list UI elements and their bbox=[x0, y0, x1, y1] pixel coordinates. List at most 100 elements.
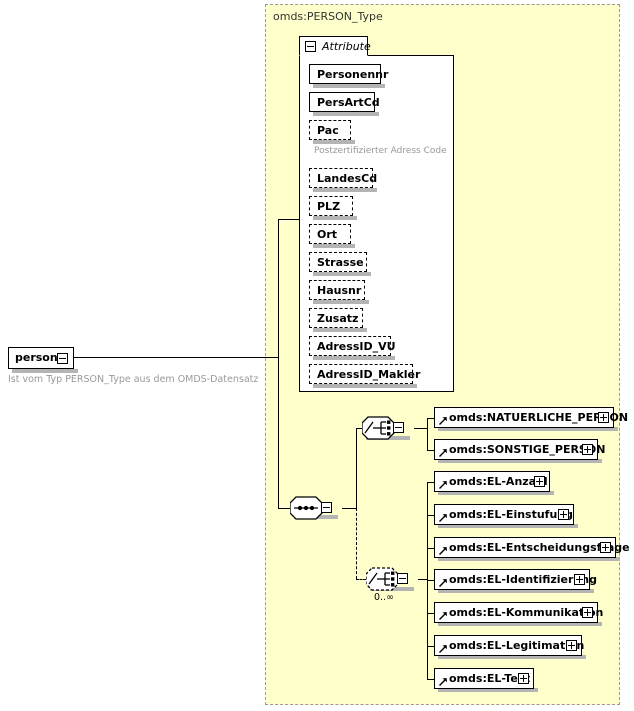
attribute-label: Pac bbox=[317, 124, 339, 137]
connector-choice-bottom-member-4 bbox=[427, 613, 434, 614]
attribute-tab[interactable]: Attribute bbox=[299, 36, 371, 56]
element-el-entscheidungsfrage[interactable]: omds:EL-Entscheidungsfrage bbox=[434, 537, 630, 558]
sequence-icon bbox=[289, 496, 323, 520]
group-reference-arrow-icon bbox=[439, 481, 447, 489]
element-el-text[interactable]: omds:EL-Text bbox=[434, 668, 534, 689]
element-person[interactable]: person bbox=[8, 347, 74, 369]
sequence-compositor[interactable] bbox=[289, 496, 332, 520]
element-shadow bbox=[438, 491, 554, 495]
group-reference-arrow-icon bbox=[439, 514, 447, 522]
element-label: omds:EL-Text bbox=[449, 672, 531, 685]
choice-compositor-top[interactable] bbox=[361, 416, 404, 440]
element-el-identifizierung[interactable]: omds:EL-Identifizierung bbox=[434, 569, 597, 590]
minus-box-icon[interactable] bbox=[305, 41, 316, 52]
attribute-shadow bbox=[313, 300, 369, 304]
attribute-adressid-vu[interactable]: AdressID_VU bbox=[309, 336, 396, 356]
connector-sequence-branch-up bbox=[356, 428, 357, 508]
minus-box-icon[interactable] bbox=[321, 502, 332, 513]
plus-box-icon[interactable] bbox=[566, 640, 577, 651]
attribute-shadow bbox=[313, 384, 417, 388]
choice-optional-icon bbox=[365, 567, 399, 591]
attribute-shadow bbox=[313, 328, 367, 332]
element-label: omds:SONSTIGE_PERSON bbox=[449, 443, 606, 456]
attribute-pac[interactable]: Pac bbox=[309, 120, 351, 140]
attribute-adressid-makler[interactable]: AdressID_Makler bbox=[309, 364, 420, 384]
element-shadow bbox=[438, 622, 602, 626]
connector-to-sequence bbox=[278, 508, 290, 509]
connector-choice-bottom-member-3 bbox=[427, 580, 434, 581]
element-label: omds:EL-Legitimation bbox=[449, 639, 585, 652]
type-title: omds:PERSON_Type bbox=[273, 10, 383, 23]
element-shadow bbox=[438, 459, 602, 463]
element-shadow bbox=[438, 524, 578, 528]
attribute-persartcd[interactable]: PersArtCd bbox=[309, 92, 380, 112]
element-label: omds:EL-Entscheidungsfrage bbox=[449, 541, 630, 554]
element-label: omds:EL-Anzahl bbox=[449, 475, 548, 488]
plus-box-icon[interactable] bbox=[518, 673, 529, 684]
attribute-shadow bbox=[313, 84, 385, 88]
attribute-zusatz[interactable]: Zusatz bbox=[309, 308, 363, 328]
attribute-shadow bbox=[313, 244, 355, 248]
element-label: omds:EL-Identifizierung bbox=[449, 573, 597, 586]
attribute-shadow bbox=[313, 188, 377, 192]
connector-sequence-branch-down-dashed bbox=[356, 508, 357, 579]
element-label: omds:NATUERLICHE_PERSON bbox=[449, 411, 629, 424]
plus-box-icon[interactable] bbox=[598, 412, 609, 423]
connector-choice-top-bus bbox=[427, 418, 428, 450]
plus-box-icon[interactable] bbox=[582, 607, 593, 618]
element-el-kommunikation[interactable]: omds:EL-Kommunikation bbox=[434, 602, 603, 623]
attribute-strasse[interactable]: Strasse bbox=[309, 252, 367, 272]
attribute-label: PLZ bbox=[317, 200, 341, 213]
element-shadow bbox=[438, 688, 538, 692]
connector-choice-top-member-1 bbox=[427, 450, 434, 451]
group-reference-arrow-icon bbox=[439, 678, 447, 686]
root-element-shadow bbox=[12, 369, 78, 373]
connector-choice-top-member-0 bbox=[427, 418, 434, 419]
attribute-plz[interactable]: PLZ bbox=[309, 196, 353, 216]
plus-box-icon[interactable] bbox=[574, 574, 585, 585]
minus-box-icon[interactable] bbox=[397, 573, 408, 584]
plus-box-icon[interactable] bbox=[534, 476, 545, 487]
group-reference-arrow-icon bbox=[439, 645, 447, 653]
attribute-hausnr[interactable]: Hausnr bbox=[309, 280, 365, 300]
attribute-label: PersArtCd bbox=[317, 96, 380, 109]
connector-to-attributes bbox=[278, 219, 299, 220]
attribute-label: AdressID_VU bbox=[317, 340, 396, 353]
element-shadow bbox=[438, 655, 586, 659]
attribute-personennr[interactable]: Personennr bbox=[309, 64, 388, 84]
connector-choice-bottom-member-1 bbox=[427, 515, 434, 516]
minus-box-icon[interactable] bbox=[57, 353, 68, 364]
plus-box-icon[interactable] bbox=[558, 509, 569, 520]
element-el-einstufung[interactable]: omds:EL-Einstufung bbox=[434, 504, 574, 525]
element-person-label: person bbox=[15, 351, 58, 364]
attribute-shadow bbox=[313, 272, 371, 276]
plus-box-icon[interactable] bbox=[600, 542, 611, 553]
connector-to-choice-top bbox=[356, 428, 362, 429]
element-sonstige-person[interactable]: omds:SONSTIGE_PERSON bbox=[434, 439, 605, 460]
element-label: omds:EL-Einstufung bbox=[449, 508, 574, 521]
minus-box-icon[interactable] bbox=[393, 422, 404, 433]
element-el-legitimation[interactable]: omds:EL-Legitimation bbox=[434, 635, 585, 656]
attribute-label: Ort bbox=[317, 228, 338, 241]
attribute-label: Zusatz bbox=[317, 312, 359, 325]
choice-compositor-bottom[interactable] bbox=[365, 567, 408, 591]
attribute-shadow bbox=[313, 112, 379, 116]
group-reference-arrow-icon bbox=[439, 417, 447, 425]
attribute-pac-annotation: Postzertifizierter Adress Code bbox=[314, 146, 447, 156]
element-el-anzahl[interactable]: omds:EL-Anzahl bbox=[434, 471, 550, 492]
attribute-landescd[interactable]: LandesCd bbox=[309, 168, 377, 188]
connector-choice-bottom-out bbox=[418, 579, 427, 580]
group-reference-arrow-icon bbox=[439, 612, 447, 620]
element-shadow bbox=[438, 427, 618, 431]
attribute-shadow bbox=[313, 356, 395, 360]
group-reference-arrow-icon bbox=[439, 449, 447, 457]
connector-person-trunk bbox=[74, 357, 278, 358]
connector-choice-top-out bbox=[414, 428, 427, 429]
plus-box-icon[interactable] bbox=[582, 444, 593, 455]
attribute-label: AdressID_Makler bbox=[317, 368, 421, 381]
attribute-tab-label: Attribute bbox=[322, 40, 371, 53]
element-natuerliche-person[interactable]: omds:NATUERLICHE_PERSON bbox=[434, 407, 628, 428]
attribute-label: Personennr bbox=[317, 68, 389, 81]
attribute-ort[interactable]: Ort bbox=[309, 224, 351, 244]
connector-choice-bottom-member-0 bbox=[427, 482, 434, 483]
